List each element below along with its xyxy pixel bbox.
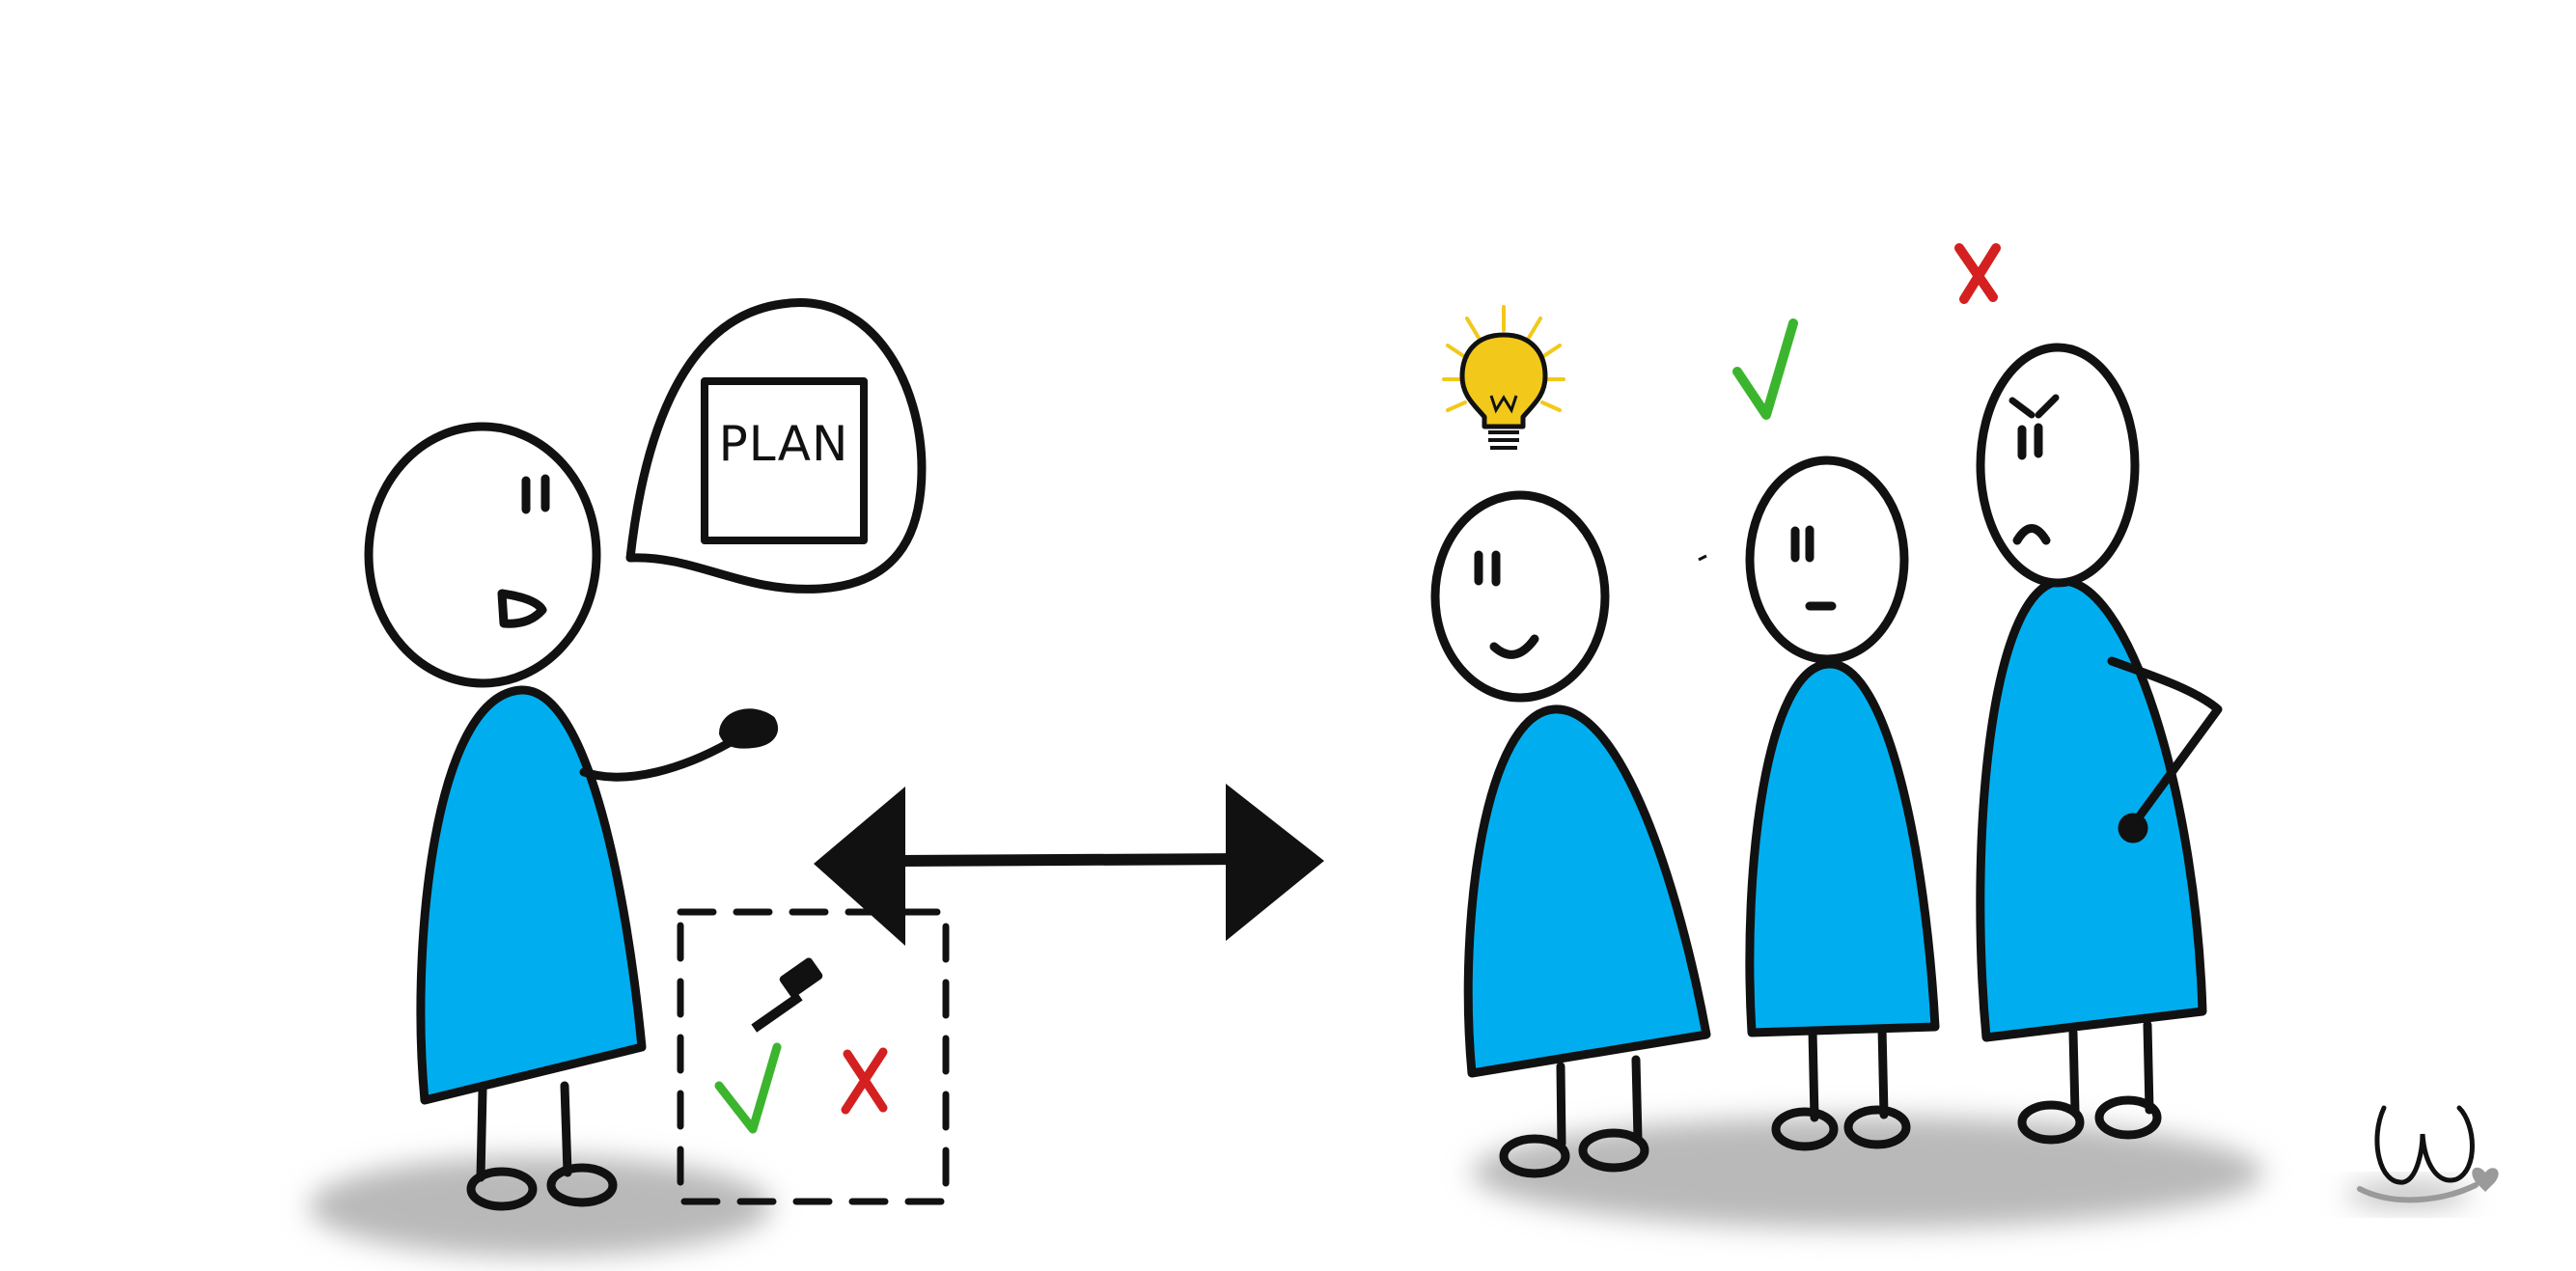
listener-1-foot-right [1578,1128,1649,1173]
listener-1-foot-left [1499,1134,1570,1178]
listener-1-body [1463,705,1711,1078]
cross-icon [841,1047,888,1115]
listener-1-smile [1489,634,1539,659]
listener-idea [1430,490,1711,1178]
presenter-foot-left [466,1167,538,1211]
presenter-body [416,685,647,1105]
ground-shadow-left [309,1156,772,1257]
listener-3-head [1976,343,2140,588]
double-arrow [814,784,1324,946]
listener-3-hand [2118,813,2148,843]
presenter-figure [364,422,779,1211]
presenter-head [364,422,601,688]
listener-3-arm [2107,656,2223,830]
check-icon-listener [1732,318,1798,420]
presenter-arm [579,738,734,782]
presenter-hand [719,708,779,749]
listener-3-brows [2008,394,2060,419]
listener-2-foot-left [1771,1107,1839,1151]
listener-2-legs [1808,1023,1889,1122]
listener-3-eyes [2017,423,2043,460]
signature-logo [2345,1105,2499,1206]
listener-3-body [1976,576,2207,1042]
listener-3-legs [2068,1020,2154,1117]
presenter-mouth [497,589,547,628]
listener-disagree [1976,343,2223,1145]
cross-icon-listener [1954,243,2001,304]
listener-agree [1745,456,1940,1151]
listener-3-foot-left [2017,1100,2085,1145]
listener-3-foot-right [2094,1095,2162,1140]
listener-2-body [1745,659,1940,1037]
listener-2-foot-right [1843,1105,1911,1149]
presenter-legs [476,1081,572,1182]
listener-3-frown [2012,524,2051,545]
speech-bubble [625,298,927,594]
check-icon [714,1042,782,1134]
plan-label: PLAN [719,416,849,472]
lightbulb-glass [1459,332,1548,429]
listener-1-legs [1556,1055,1643,1148]
lightbulb-icon [1442,305,1565,450]
listener-1-eyes [1474,550,1501,587]
presenter-foot-right [546,1163,618,1207]
stray-mark [1698,554,1707,562]
plan-box [701,377,868,544]
gavel-icon [751,957,823,1033]
listener-1-head [1430,490,1610,703]
decision-box [677,908,950,1205]
listener-2-eyes [1790,525,1814,563]
listener-2-head [1745,456,1909,664]
presenter-eyes [521,474,550,514]
ground-shadow-right [1472,1117,2263,1229]
